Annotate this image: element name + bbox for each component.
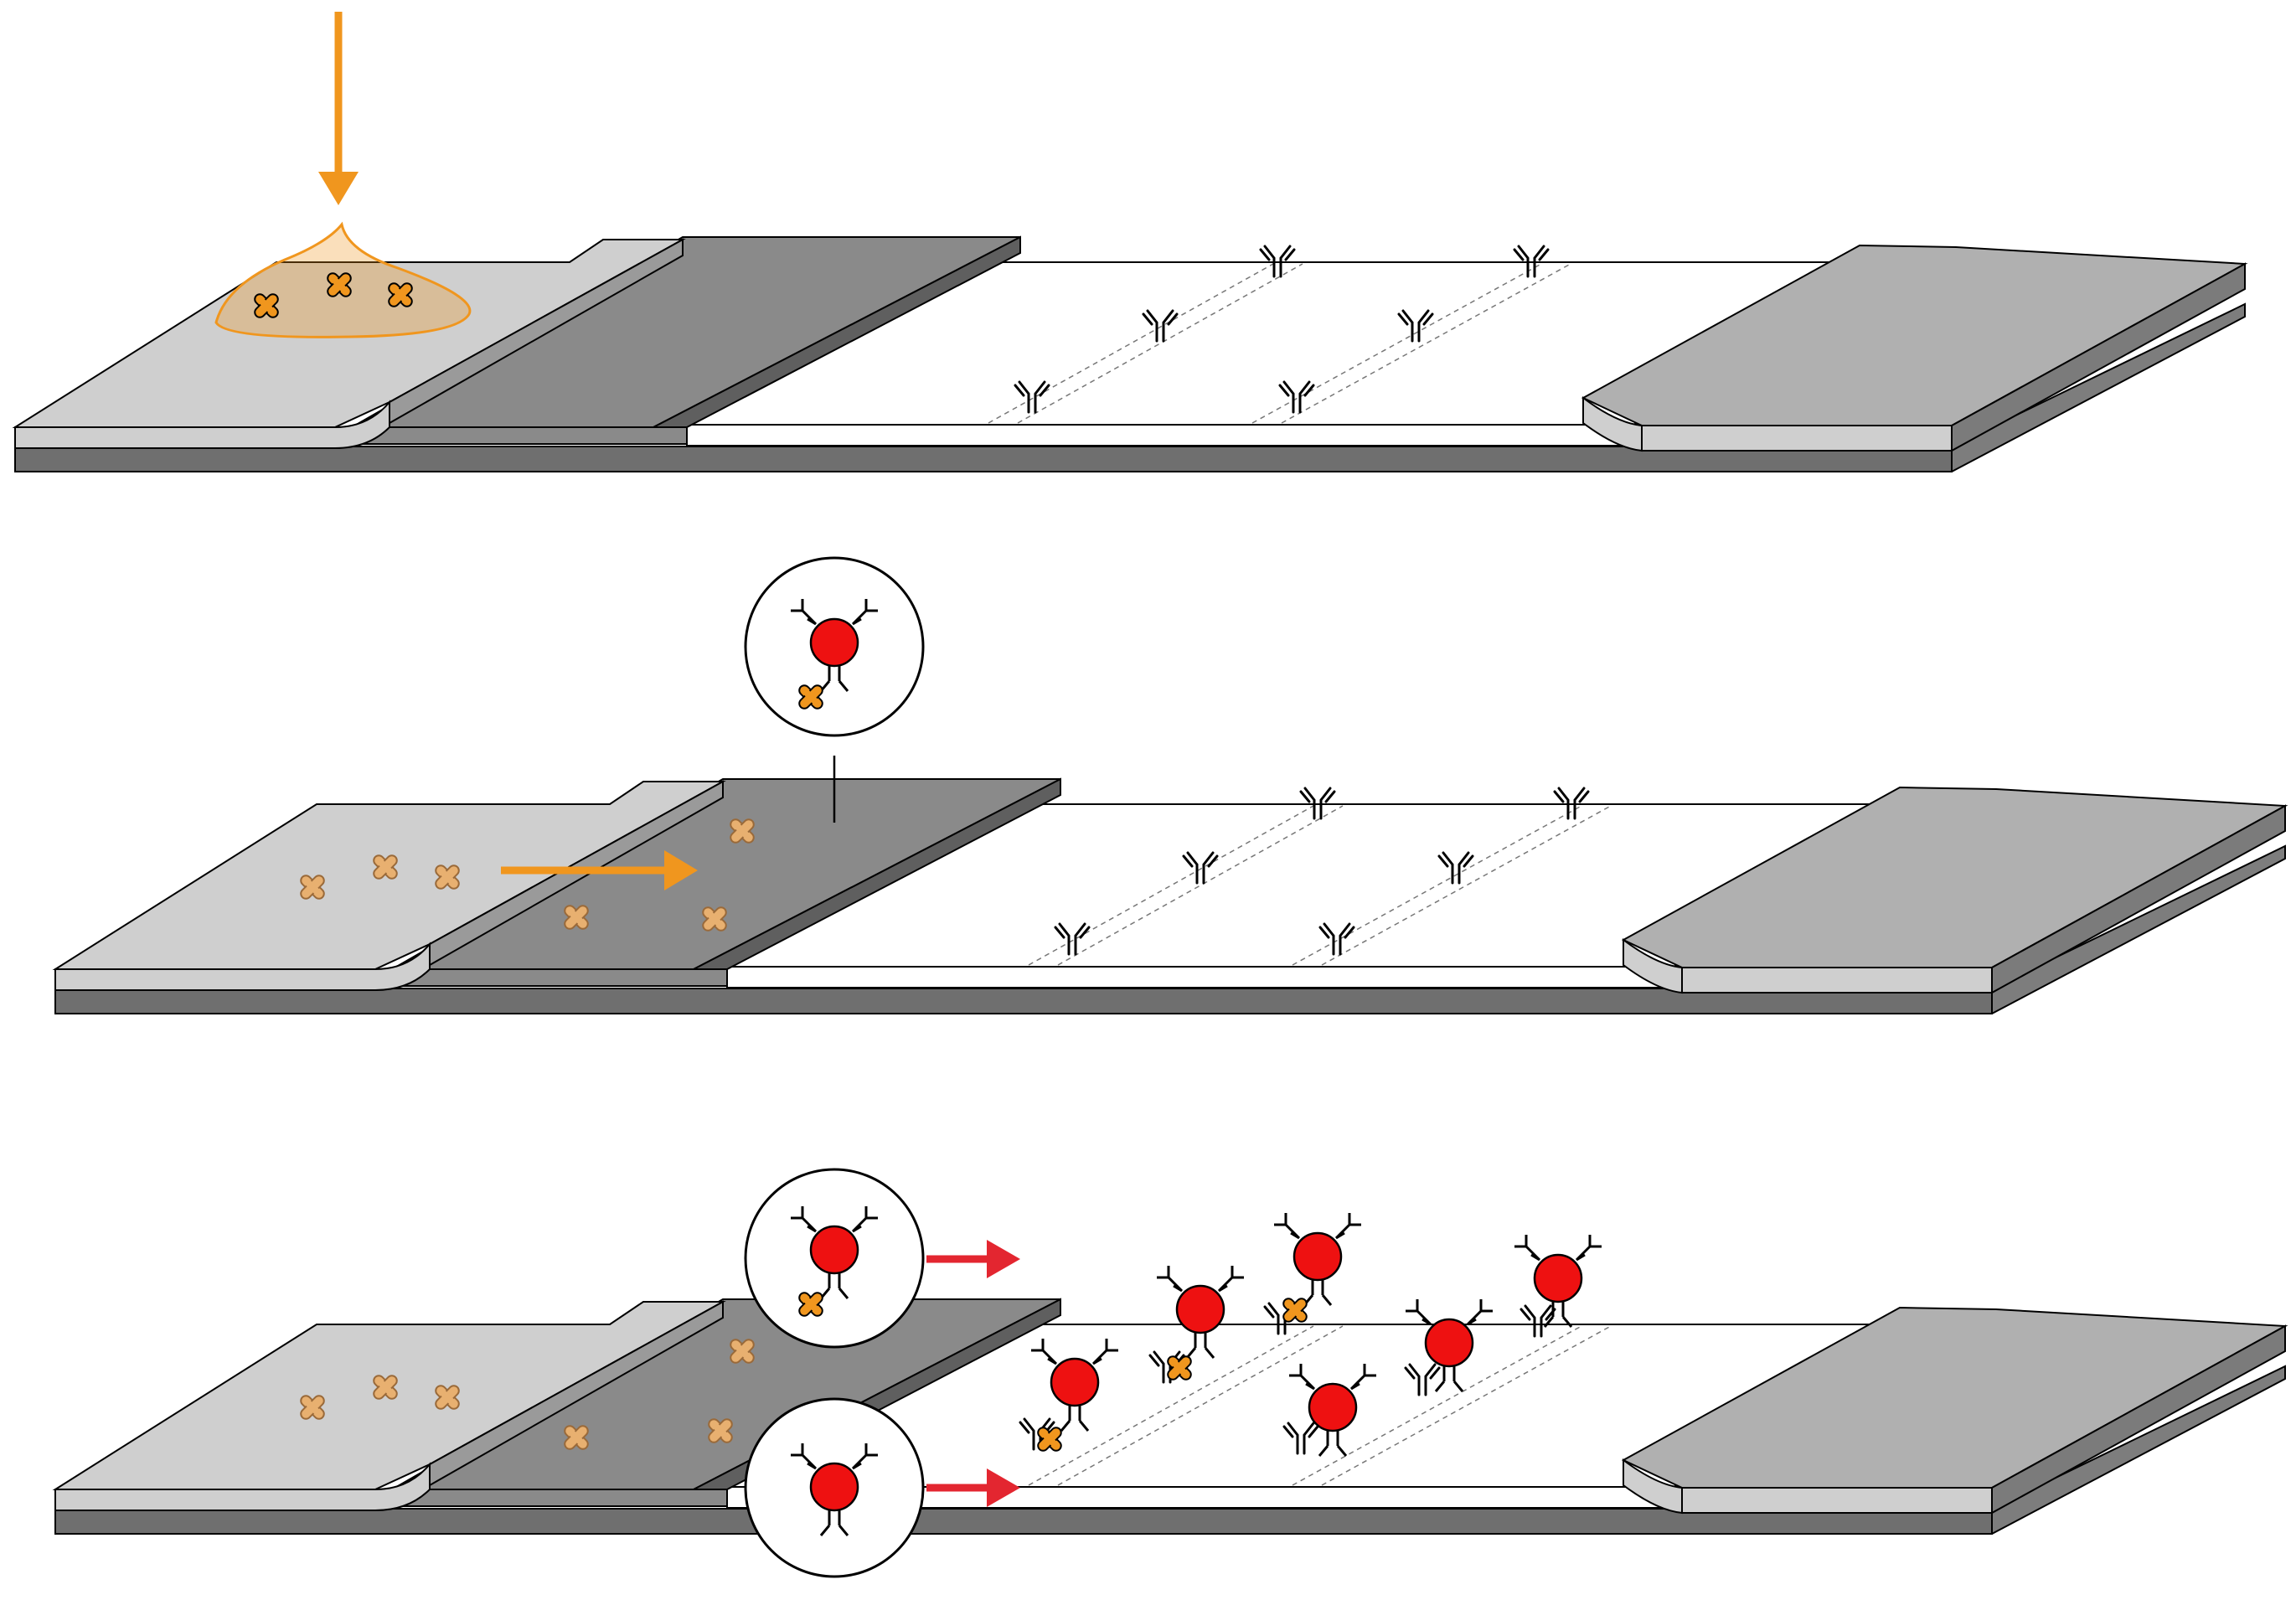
strip-panel-3 — [52, 1211, 2288, 1535]
bound-complex-icon — [1513, 1233, 1603, 1338]
conjugate-pad — [389, 777, 1061, 987]
flow-arrow-icon — [501, 850, 698, 890]
conjugate-pad — [348, 235, 1021, 445]
magnified-conjugate-inset-icon — [744, 556, 925, 737]
strip-panel-1 — [12, 12, 2248, 472]
absorbent-pad — [1581, 244, 2248, 452]
absorbent-pad — [1621, 786, 2288, 994]
migration-arrow-icon — [926, 1468, 1020, 1507]
magnified-conjugate-inset-icon — [744, 1168, 925, 1349]
test-lines — [1028, 1325, 1612, 1486]
test-lines — [1028, 805, 1612, 966]
absorbent-pad — [1621, 1306, 2288, 1515]
sample-drop-arrow-icon — [318, 12, 359, 205]
test-lines — [988, 263, 1571, 424]
migration-arrow-icon — [926, 1240, 1020, 1278]
sample-pad — [12, 238, 686, 449]
bound-complex-icon — [1263, 1211, 1363, 1335]
magnified-conjugate-inset-icon — [744, 1397, 925, 1578]
strip-panel-2 — [52, 756, 2288, 1014]
